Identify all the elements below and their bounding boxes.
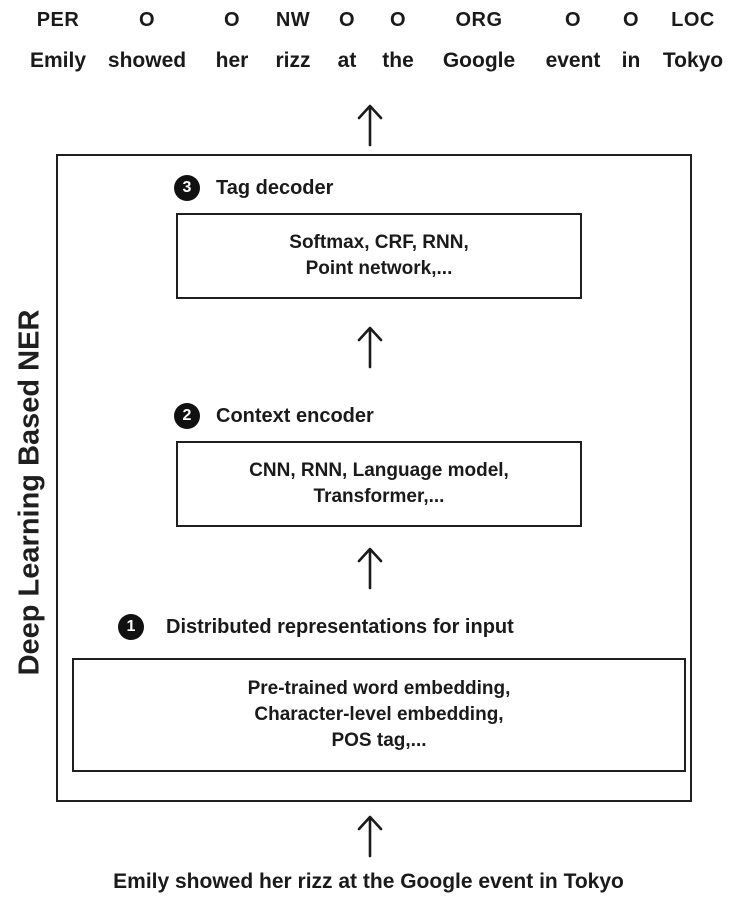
output-token: ORG Google — [443, 6, 515, 78]
token-word: rizz — [275, 49, 311, 72]
up-arrow-icon — [355, 103, 385, 147]
output-token: LOC Tokyo — [663, 6, 723, 78]
box-line: Transformer,... — [313, 486, 445, 507]
framework-title-text: Deep Learning Based NER — [13, 309, 46, 675]
box-line: CNN, RNN, Language model, — [249, 460, 509, 481]
box-line: Pre-trained word embedding, — [247, 678, 511, 699]
up-arrow-icon — [355, 325, 385, 369]
output-token: NW rizz — [275, 6, 310, 78]
entity-tag: O — [564, 9, 582, 31]
output-token-sequence: PER Emily O showed O her NW rizz O at O … — [0, 0, 737, 80]
entity-tag: LOC — [671, 9, 715, 31]
stage-title: Distributed representations for input — [166, 615, 514, 638]
framework-title: Deep Learning Based NER — [10, 262, 50, 722]
token-word: Emily — [29, 49, 87, 72]
entity-tag: O — [223, 9, 241, 31]
tag-decoder-box: Softmax, CRF, RNN, Point network,... — [176, 213, 582, 299]
token-word: in — [621, 49, 641, 72]
input-representation-box: Pre-trained word embedding, Character-le… — [72, 658, 686, 772]
entity-tag: ORG — [455, 9, 503, 31]
box-line: POS tag,... — [331, 730, 427, 751]
context-encoder-box: CNN, RNN, Language model, Transformer,..… — [176, 441, 582, 527]
box-line: Softmax, CRF, RNN, — [289, 232, 469, 253]
entity-tag: PER — [36, 9, 80, 31]
entity-tag: O — [338, 9, 356, 31]
output-token: O at — [338, 6, 357, 78]
entity-tag: O — [622, 9, 640, 31]
output-token: O showed — [108, 6, 186, 78]
output-token: O event — [546, 6, 601, 78]
up-arrow-icon — [355, 546, 385, 590]
entity-tag: O — [389, 9, 407, 31]
input-sentence: Emily showed her rizz at the Google even… — [113, 870, 624, 893]
stage-header-context-encoder: 2 Context encoder — [174, 401, 374, 431]
token-word: the — [382, 49, 414, 72]
step-number-badge: 1 — [118, 614, 144, 640]
up-arrow-icon — [355, 814, 385, 858]
token-word: her — [215, 49, 249, 72]
entity-tag: O — [138, 9, 156, 31]
framework-box — [56, 154, 692, 802]
token-word: Google — [442, 49, 516, 72]
stage-title: Context encoder — [216, 404, 374, 427]
output-token: O the — [382, 6, 414, 78]
stage-title: Tag decoder — [216, 176, 334, 199]
stage-header-tag-decoder: 3 Tag decoder — [174, 173, 333, 203]
entity-tag: NW — [275, 9, 311, 31]
stage-header-distributed-representations: 1 Distributed representations for input — [118, 612, 514, 642]
step-number-badge: 3 — [174, 175, 200, 201]
token-word: showed — [107, 49, 187, 72]
box-line: Point network,... — [305, 258, 453, 279]
output-token: PER Emily — [30, 6, 86, 78]
token-word: Tokyo — [662, 49, 724, 72]
token-word: event — [545, 49, 601, 72]
step-number-badge: 2 — [174, 403, 200, 429]
output-token: O in — [622, 6, 641, 78]
box-line: Character-level embedding, — [254, 704, 504, 725]
output-token: O her — [216, 6, 249, 78]
token-word: at — [337, 49, 357, 72]
